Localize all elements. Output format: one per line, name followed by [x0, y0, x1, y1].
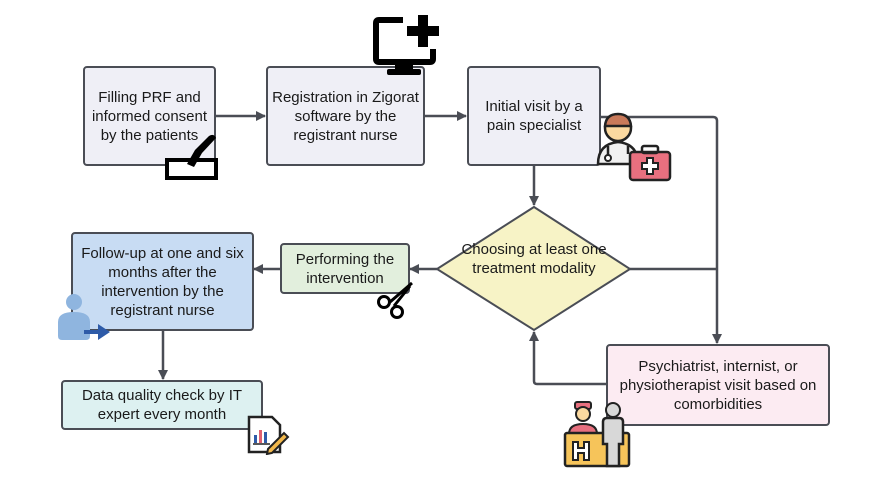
node-comorbidity: Psychiatrist, internist, or physiotherap… [606, 344, 830, 426]
node-performing-label: Performing the intervention [295, 250, 395, 287]
report-chart-pen-icon [247, 415, 290, 455]
decision-label: Choosing at least one treatment modality [461, 241, 607, 277]
checkbox-pen-icon [165, 134, 218, 180]
node-prf: Filling PRF and informed consent by the … [83, 66, 216, 166]
node-registration-label: Registration in Zigorat software by the … [272, 88, 419, 144]
node-followup: Follow-up at one and six months after th… [71, 232, 254, 331]
node-comorbidity-label: Psychiatrist, internist, or physiotherap… [619, 357, 817, 413]
arrow-comorbidity-to-decision [529, 331, 606, 386]
node-performing: Performing the intervention [280, 243, 410, 294]
computer-plus-icon [373, 15, 439, 75]
node-registration: Registration in Zigorat software by the … [266, 66, 425, 166]
node-data-quality: Data quality check by IT expert every mo… [61, 380, 263, 430]
node-initial-visit: Initial visit by a pain specialist [467, 66, 601, 166]
node-initial-visit-label: Initial visit by a pain specialist [485, 98, 583, 134]
doctor-with-medkit-icon [596, 112, 672, 182]
decision-diamond [435, 205, 632, 332]
node-data-quality-label: Data quality check by IT expert every mo… [81, 387, 243, 423]
node-followup-label: Follow-up at one and six months after th… [81, 244, 244, 319]
reception-desk-icon [563, 401, 631, 468]
patient-arrow-icon [58, 294, 110, 340]
scissors-icon [377, 281, 413, 319]
arrow-initial-visit-to-comorbidity [600, 115, 722, 344]
node-prf-label: Filling PRF and informed consent by the … [91, 88, 208, 144]
